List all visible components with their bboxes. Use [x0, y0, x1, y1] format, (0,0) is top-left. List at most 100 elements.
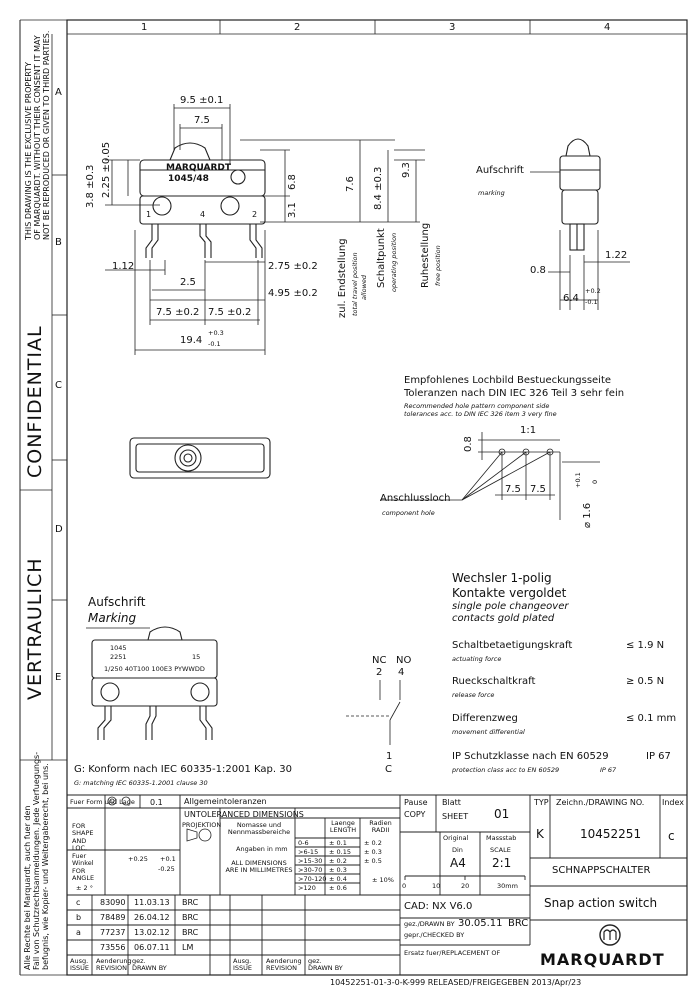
spec-release-en: release force — [452, 691, 495, 699]
tb-form-label: Fuer Form und Lage — [70, 798, 135, 806]
tb-index: Index — [662, 798, 685, 807]
revision-cell-no: 73556 — [100, 943, 126, 952]
tb-gez2: gez. DRAWN BY — [308, 957, 343, 973]
tol-cell-rad: ± 0.3 — [364, 848, 382, 856]
ruhestellung-en: free position — [434, 245, 442, 286]
hole-dim-1-6-tol-up: +0.1 — [574, 472, 582, 488]
tb-gez-date: 30.05.11 — [458, 918, 503, 929]
tb-pct: ± 10% — [372, 876, 394, 884]
tb-title-en: Snap action switch — [544, 896, 658, 910]
dim-2-5: 2.5 — [180, 277, 196, 288]
tb-form-val: 0.1 — [150, 798, 163, 807]
spec-ip-en: protection class acc to EN 60529 — [452, 766, 560, 774]
zone-side-b: B — [55, 237, 62, 248]
body-code-text: 1045/48 — [168, 174, 209, 184]
tb-shape-label: FOR SHAPE AND LOC. — [72, 822, 94, 853]
spec-ip-val-en: IP 67 — [600, 766, 617, 774]
marking-line-1: 1045 — [110, 644, 127, 652]
revision-cell-date: 11.03.13 — [134, 898, 170, 907]
revision-cell-date: 06.07.11 — [134, 943, 170, 952]
marquardt-logo: MARQUARDT — [540, 950, 665, 969]
dim-9-5: 9.5 ±0.1 — [180, 95, 224, 106]
hole-pattern-de-2: Toleranzen nach DIN IEC 326 Teil 3 sehr … — [404, 388, 625, 399]
revision-cell-idx: c — [76, 898, 81, 907]
schaltpunkt-label: Schaltpunkt — [376, 228, 387, 288]
tb-typ-val: K — [536, 827, 544, 841]
pin-4-label: 4 — [200, 210, 206, 219]
dim-19-4-tol-dn: -0.1 — [208, 340, 221, 348]
tb-scale-10: 10 — [432, 882, 441, 890]
revision-cell-by: BRC — [182, 898, 199, 907]
tol-cell-range: 0-6 — [298, 839, 309, 847]
schaltpunkt-en: operating position — [390, 232, 398, 292]
revision-cell-no: 77237 — [100, 928, 126, 937]
tol-cell-range: >70-120 — [298, 875, 327, 883]
tb-blatt-de: Blatt — [442, 798, 461, 807]
tb-scale-val: 2:1 — [492, 856, 512, 870]
tb-winkel-label: Fuer Winkel FOR ANGLE — [72, 852, 95, 883]
vertraulich-label: VERTRAULICH — [24, 557, 46, 700]
spec-force-de: Schaltbetaetigungskraft — [452, 640, 573, 651]
tol-cell-len: ± 0.6 — [329, 884, 347, 892]
dim-6-4: 6.4 — [563, 293, 579, 304]
dim-2-25: 2.25 ±0.05 — [101, 141, 112, 198]
dim-6-4-tol-up: +0.2 — [585, 287, 601, 295]
tol-cell-range: >30-70 — [298, 866, 323, 874]
property-notice-2: OF MARQUARDT. WITHOUT THEIR CONSENT IT M… — [33, 35, 42, 240]
tol-cell-len: ± 0.15 — [329, 848, 351, 856]
zone-side-a: A — [55, 87, 62, 98]
endstellung-label: zul. Endstellung — [337, 238, 348, 318]
spec-force-en: actuating force — [452, 655, 502, 663]
tb-laenge: Laenge LENGTH — [329, 819, 357, 835]
property-notice-1: THIS DRAWING IS THE EXCLUSIVE PROPERTY — [24, 61, 33, 240]
tb-tol-en: UNTOLERANCED DIMENSIONS — [184, 810, 304, 819]
tb-gez: gez./DRAWN BY — [404, 920, 455, 928]
tb-zeichn: Zeichn./DRAWING NO. — [556, 798, 645, 807]
body-logo-text: MARQUARDT — [166, 163, 232, 173]
pin-2-label: 2 — [252, 210, 258, 219]
hole-pattern-en-1: Recommended hole pattern component side — [404, 402, 550, 410]
hole-dim-1-6-tol-dn: 0 — [591, 479, 599, 484]
tol-cell-len: ± 0.4 — [329, 875, 347, 883]
revision-cell-no: 83090 — [100, 898, 126, 907]
tb-index-val: c — [668, 829, 675, 843]
tb-pause-de: Pause — [404, 798, 428, 807]
tb-format-de: Din — [452, 846, 463, 854]
tb-title-de: SCHNAPPSCHALTER — [552, 865, 651, 876]
hole-dim-7-5-a: 7.5 — [505, 484, 521, 495]
tb-alldim: ALL DIMENSIONS ARE IN MILLIMETRES — [225, 859, 293, 875]
tol-cell-rad: ± 0.5 — [364, 857, 382, 865]
zone-top-4: 4 — [604, 22, 611, 33]
zone-top-1: 1 — [141, 22, 148, 33]
hole-pattern-de-1: Empfohlenes Lochbild Bestueckungsseite — [404, 375, 612, 386]
revision-cell-idx: a — [76, 928, 81, 937]
tb-gez-by: BRC — [508, 918, 529, 929]
dim-19-4: 19.4 — [180, 335, 203, 346]
footer-release: 10452251-01-3-0-K-999 RELEASED/FREIGEGEB… — [330, 978, 582, 987]
spec-release-de: Rueckschaltkraft — [452, 676, 536, 687]
zone-side-c: C — [55, 380, 62, 391]
marking-line-3: 1/250 40T100 100E3 PYWWDD — [104, 665, 205, 673]
circuit-nc: NC — [372, 655, 387, 666]
endstellung-en-2: allowed — [360, 274, 368, 300]
revision-cell-by: BRC — [182, 928, 199, 937]
dim-7-5: 7.5 — [194, 115, 210, 126]
revision-cell-idx: b — [76, 913, 82, 922]
side-aufschrift: Aufschrift — [476, 165, 524, 176]
marking-line-2: 2251 — [110, 653, 127, 661]
circuit-4: 4 — [398, 667, 405, 678]
endstellung-en-1: total travel position — [351, 252, 359, 316]
tb-scale-20: 20 — [461, 882, 470, 890]
tol-cell-range: >120 — [298, 884, 316, 892]
tol-cell-len: ± 0.3 — [329, 866, 347, 874]
zone-side-d: D — [55, 524, 63, 535]
dim-1-22: 1.22 — [605, 250, 628, 261]
zone-top-3: 3 — [449, 22, 456, 33]
spec-contacts-de: Kontakte vergoldet — [452, 586, 567, 600]
spec-ip-de: IP Schutzklasse nach EN 60529 — [452, 751, 609, 762]
rights-notice-1: Alle Rechte bei Marquardt, auch fuer den — [23, 805, 32, 971]
circuit-1: 1 — [386, 751, 393, 762]
marking-ul: 15 — [192, 653, 201, 661]
circuit-c: C — [385, 764, 392, 775]
